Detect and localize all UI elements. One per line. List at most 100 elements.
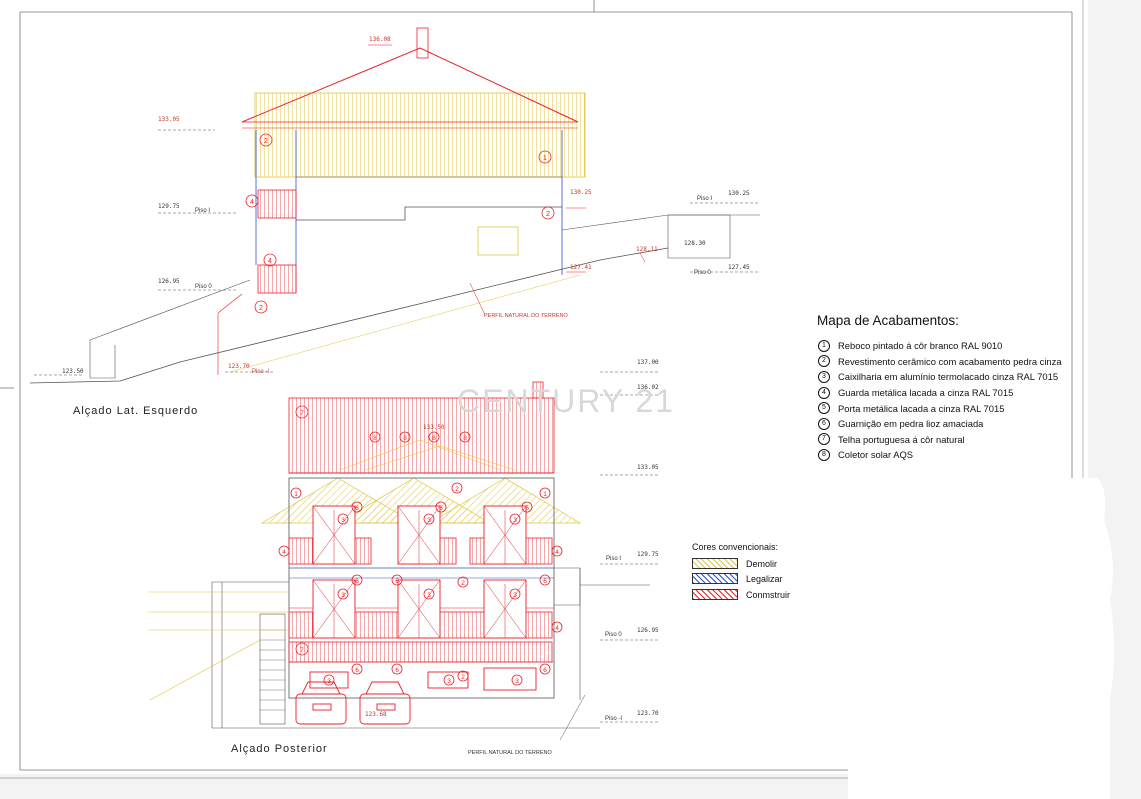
level-label: 123.70	[228, 363, 250, 370]
finish-number: 4	[818, 386, 830, 399]
svg-text:4: 4	[282, 549, 286, 556]
svg-text:8: 8	[373, 435, 377, 442]
level-label: 127.45	[728, 264, 750, 271]
level-label: 130.25	[728, 190, 750, 197]
finish-label: Revestimento cerâmico com acabamento ped…	[838, 355, 1062, 367]
floor-label: Piso -I	[252, 369, 270, 375]
conventional-colors-title: Cores convencionais:	[692, 542, 779, 552]
finishes-map-title: Mapa de Acabamentos:	[817, 313, 959, 328]
svg-text:3: 3	[515, 678, 519, 685]
svg-text:8: 8	[432, 435, 436, 442]
svg-text:7: 7	[300, 647, 304, 654]
level-label: 128.11	[636, 246, 658, 253]
finish-item: 1 Reboco pintado á côr branco RAL 9010	[818, 338, 1062, 354]
svg-text:1: 1	[543, 491, 547, 498]
finish-number: 2	[818, 355, 830, 368]
finish-number: 7	[818, 433, 830, 446]
svg-text:4: 4	[250, 199, 254, 206]
finish-number: 1	[818, 339, 830, 352]
construct-swatch	[692, 589, 738, 600]
svg-text:3: 3	[341, 517, 345, 524]
svg-text:8: 8	[403, 435, 407, 442]
svg-text:2: 2	[461, 580, 465, 587]
svg-text:6: 6	[543, 578, 547, 585]
svg-text:4: 4	[268, 258, 272, 265]
finish-item: 5 Porta metálica lacada a cinza RAL 7015	[818, 400, 1062, 416]
finish-item: 7 Telha portuguesa á côr natural	[818, 432, 1062, 448]
svg-text:3: 3	[427, 592, 431, 599]
level-label: 123.50	[62, 368, 84, 375]
legalize-swatch	[692, 573, 738, 584]
left-elevation-caption: Alçado Lat. Esquerdo	[73, 405, 199, 417]
level-label: 130.25	[570, 189, 592, 196]
level-label: 126.95	[158, 278, 180, 285]
level-label: 133.05	[637, 464, 659, 471]
floor-label: Piso I	[606, 556, 622, 562]
svg-text:2: 2	[461, 674, 465, 681]
svg-text:1: 1	[294, 491, 298, 498]
finish-label: Coletor solar AQS	[838, 449, 914, 461]
svg-text:4: 4	[555, 625, 559, 632]
svg-text:6: 6	[355, 667, 359, 674]
color-legend-legalize: Legalizar	[692, 573, 783, 584]
svg-text:6: 6	[395, 578, 399, 585]
finish-number: 5	[818, 402, 830, 415]
rear-elevation: 7 8 8 8 8 1 2 1 6 6 6 3 3 3 4 4 6 6 2 6 3 3 3 4 7 6 6 2 6 3…	[148, 371, 660, 741]
svg-text:6: 6	[355, 505, 359, 512]
finish-item: 8 Coletor solar AQS	[818, 447, 1062, 463]
level-label: 128.30	[684, 240, 706, 247]
svg-text:2: 2	[455, 486, 459, 493]
floor-label: Piso 0	[605, 632, 622, 638]
finish-label: Guarda metálica lacada a cinza RAL 7015	[838, 387, 1014, 399]
terrain-label: Perfil natural do terreno	[468, 750, 552, 756]
watermark: CENTURY 21	[457, 383, 675, 419]
svg-text:2: 2	[546, 211, 550, 218]
color-legend-label: Legalizar	[746, 573, 783, 584]
svg-text:7: 7	[300, 410, 304, 417]
finish-number: 6	[818, 417, 830, 430]
level-label: 127.41	[570, 264, 592, 271]
finish-label: Caixilharia em alumínio termolacado cinz…	[838, 371, 1059, 383]
demolish-swatch	[692, 558, 738, 569]
level-label: 123.70	[637, 710, 659, 717]
svg-text:6: 6	[395, 667, 399, 674]
rear-elevation-caption: Alçado Posterior	[231, 743, 328, 755]
color-legend-label: Demolir	[746, 558, 778, 569]
floor-label: Piso 0	[195, 284, 212, 290]
svg-text:6: 6	[439, 505, 443, 512]
svg-text:8: 8	[463, 435, 467, 442]
color-legend-demolish: Demolir	[692, 558, 777, 569]
finish-number: 8	[818, 448, 830, 461]
svg-text:3: 3	[341, 592, 345, 599]
svg-text:3: 3	[447, 678, 451, 685]
svg-text:3: 3	[327, 678, 331, 685]
left-elevation: 122 442	[29, 27, 760, 384]
level-label: 129.75	[158, 203, 180, 210]
level-label: 129.75	[637, 551, 659, 558]
svg-text:3: 3	[513, 517, 517, 524]
svg-text:6: 6	[543, 667, 547, 674]
finish-item: 4 Guarda metálica lacada a cinza RAL 7015	[818, 385, 1062, 401]
svg-text:3: 3	[513, 592, 517, 599]
svg-text:6: 6	[525, 505, 529, 512]
finish-item: 2 Revestimento cerâmico com acabamento pe…	[818, 354, 1062, 370]
svg-text:2: 2	[264, 138, 268, 145]
svg-text:2: 2	[259, 305, 263, 312]
level-label: 137.00	[637, 359, 659, 366]
finish-label: Telha portuguesa á côr natural	[838, 433, 965, 445]
floor-label: Piso I	[195, 208, 211, 214]
color-legend-label: Conmstruir	[746, 589, 791, 600]
level-label: 126.95	[637, 627, 659, 634]
level-label: 133.50	[423, 424, 445, 431]
finish-label: Reboco pintado á côr branco RAL 9010	[838, 340, 1003, 352]
floor-label: Piso 0	[694, 270, 711, 276]
svg-text:4: 4	[555, 549, 559, 556]
finish-label: Porta metálica lacada a cinza RAL 7015	[838, 402, 1005, 414]
terrain-label: Perfil natural do terreno	[484, 313, 568, 319]
svg-text:6: 6	[355, 578, 359, 585]
level-label: 133.05	[158, 116, 180, 123]
